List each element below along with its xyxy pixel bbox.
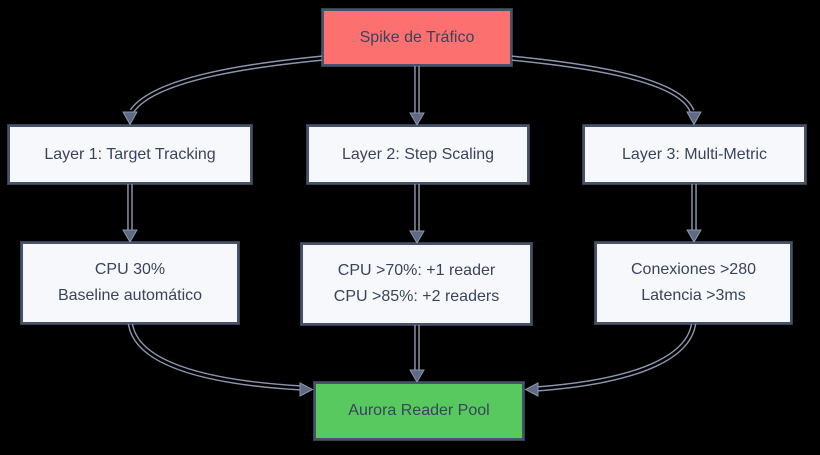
node-label: Layer 1: Target Tracking xyxy=(44,145,216,163)
node-label-line2: Baseline automático xyxy=(57,287,203,304)
node-layer3-multi-metric: Layer 3: Multi-Metric xyxy=(583,125,806,184)
node-layer2-step-scaling: Layer 2: Step Scaling xyxy=(307,125,529,184)
edge-layer3-detail3 xyxy=(686,180,702,243)
edge-layer1-detail1 xyxy=(122,180,138,243)
node-label-line1: CPU >70%: +1 reader xyxy=(337,262,496,279)
node-cpu-baseline: CPU 30% Baseline automático xyxy=(21,242,239,324)
node-label: Layer 3: Multi-Metric xyxy=(622,145,767,163)
node-label: Layer 2: Step Scaling xyxy=(341,145,495,163)
edge-detail1-pool xyxy=(127,319,314,397)
node-layer1-target-tracking: Layer 1: Target Tracking xyxy=(8,125,252,184)
node-label-line2: CPU >85%: +2 readers xyxy=(333,288,500,305)
edge-spike-layer2 xyxy=(409,60,425,126)
edge-layer2-detail2 xyxy=(409,180,425,244)
node-aurora-reader-pool: Aurora Reader Pool xyxy=(314,382,524,440)
edge-detail3-pool xyxy=(524,319,697,397)
node-label-line1: CPU 30% xyxy=(94,261,166,278)
node-label: Spike de Tráfico xyxy=(359,28,475,46)
edge-spike-layer1 xyxy=(122,54,335,126)
edge-detail2-pool xyxy=(409,322,425,383)
node-label-line1: Conexiones >280 xyxy=(631,261,756,278)
edge-spike-layer3 xyxy=(499,54,702,126)
node-label: Aurora Reader Pool xyxy=(348,402,490,419)
node-conexiones-latencia: Conexiones >280 Latencia >3ms xyxy=(595,242,792,324)
node-spike-de-trafico: Spike de Tráfico xyxy=(322,9,512,66)
node-label-line2: Latencia >3ms xyxy=(641,287,746,304)
node-cpu-step-rules: CPU >70%: +1 reader CPU >85%: +2 readers xyxy=(301,243,532,325)
